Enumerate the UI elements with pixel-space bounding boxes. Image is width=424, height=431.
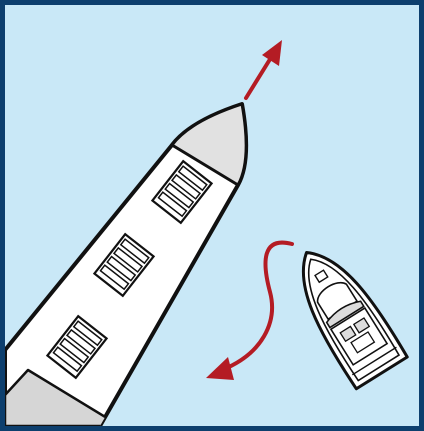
- diagram-frame: [0, 0, 424, 431]
- nautical-scene: [0, 0, 424, 431]
